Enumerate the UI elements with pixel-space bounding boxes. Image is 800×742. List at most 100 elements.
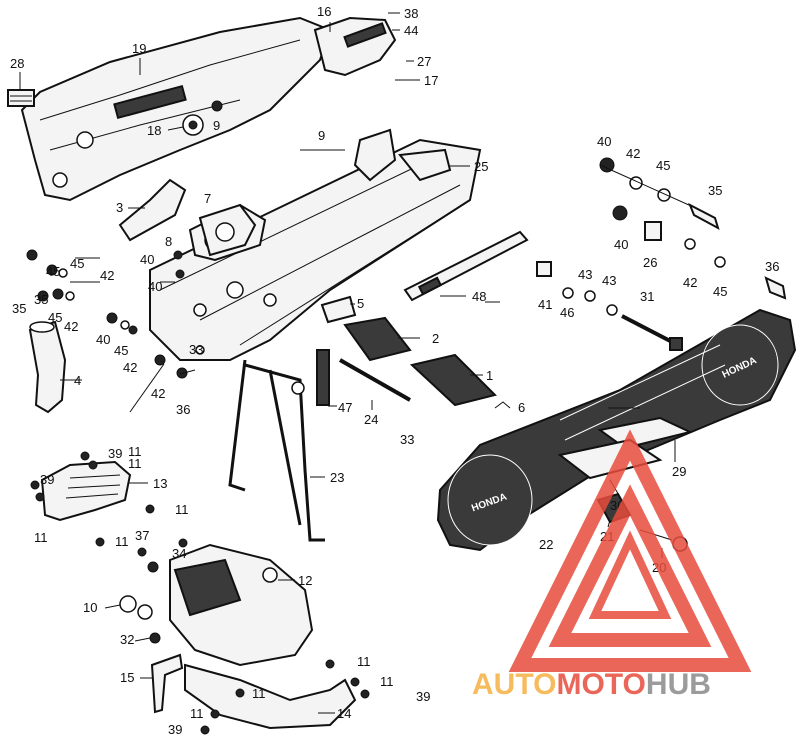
callout-45-b: 45	[713, 284, 727, 299]
callout-42-f: 42	[151, 386, 165, 401]
callout-36-b: 36	[765, 259, 779, 274]
callout-34: 34	[172, 546, 186, 561]
callout-38: 38	[404, 6, 418, 21]
callout-9-frame: 9	[318, 128, 325, 143]
callout-29: 29	[672, 464, 686, 479]
bolt-31	[621, 314, 683, 351]
callout-39-c: 39	[416, 689, 430, 704]
callout-45-f: 45	[46, 264, 60, 279]
callout-42-e: 42	[123, 360, 137, 375]
spring-47	[316, 349, 337, 407]
watermark-text: AUTOMOTOHUB	[472, 668, 711, 701]
rear-inner-fender-19	[20, 16, 397, 202]
callout-11-a: 11	[128, 456, 142, 471]
callout-45-c: 45	[70, 256, 84, 271]
callout-22: 22	[539, 537, 553, 552]
callout-2: 2	[432, 331, 439, 346]
watermark-logo: AUTOMOTOHUB	[472, 429, 752, 701]
bracket-15	[140, 653, 184, 714]
callout-17: 17	[424, 73, 438, 88]
hardware-row-middle	[536, 261, 618, 316]
callout-25: 25	[474, 159, 488, 174]
callout-41: 41	[538, 297, 552, 312]
callout-15: 15	[120, 670, 134, 685]
callout-11-e: 11	[357, 654, 371, 669]
callout-45-d: 45	[48, 310, 62, 325]
callout-33-a: 33	[189, 342, 203, 357]
callout-40-c: 40	[140, 252, 154, 267]
callout-11-f: 11	[380, 674, 394, 689]
callout-11-g: 11	[252, 686, 266, 701]
callout-3: 3	[116, 200, 123, 215]
hardware-row-lower	[612, 205, 787, 300]
callout-39-b: 39	[40, 472, 54, 487]
callout-28: 28	[10, 56, 24, 71]
callout-4: 4	[74, 373, 81, 388]
watermark-hub: HUB	[646, 668, 711, 701]
pad-1	[409, 353, 497, 407]
callout-32: 32	[120, 632, 134, 647]
callout-24: 24	[364, 412, 378, 427]
watermark-moto: MOTO	[556, 668, 645, 701]
callout-35-c: 35	[708, 183, 722, 198]
shaft-48	[403, 230, 529, 302]
callout-10: 10	[83, 600, 97, 615]
callout-42-b: 42	[683, 275, 697, 290]
callout-43-b: 43	[602, 273, 616, 288]
heat-guard-13	[40, 460, 148, 522]
callout-7: 7	[204, 191, 211, 206]
callout-39-d: 39	[168, 722, 182, 737]
bracket-3	[118, 178, 187, 242]
callout-36-a: 36	[176, 402, 190, 417]
callout-26: 26	[643, 255, 657, 270]
callout-19: 19	[132, 41, 146, 56]
callout-47: 47	[338, 400, 352, 415]
callout-46: 46	[560, 305, 574, 320]
callout-11-h: 11	[190, 706, 204, 721]
screw-28	[7, 72, 35, 107]
callout-14: 14	[337, 706, 351, 721]
callout-39-a: 39	[108, 446, 122, 461]
callout-31: 31	[640, 289, 654, 304]
air-hose-4	[28, 320, 82, 414]
callout-8: 8	[165, 234, 172, 249]
callout-13: 13	[153, 476, 167, 491]
pivot-bracket-25	[353, 128, 470, 182]
pin-6	[494, 401, 511, 409]
callout-40-b: 40	[614, 237, 628, 252]
hardware-row-upper	[599, 157, 720, 231]
callout-9-upper: 9	[213, 118, 220, 133]
small-hardware-lower	[30, 451, 370, 735]
callout-35-a: 35	[12, 301, 26, 316]
callout-48: 48	[472, 289, 486, 304]
hardware-left-cluster	[26, 249, 205, 379]
callout-18: 18	[147, 123, 161, 138]
bracket-5	[320, 295, 357, 324]
callout-42-c: 42	[100, 268, 114, 283]
callout-42-a: 42	[626, 146, 640, 161]
callout-33-b: 33	[400, 432, 414, 447]
rod-24	[339, 358, 411, 410]
washers-10-32-34	[104, 547, 161, 644]
callout-12: 12	[298, 573, 312, 588]
center-stand-23	[228, 359, 325, 542]
muffler-12	[169, 543, 314, 667]
bolt-18	[167, 114, 204, 136]
callout-5: 5	[357, 296, 364, 311]
starter-motor-7	[198, 203, 257, 257]
callout-16: 16	[317, 4, 331, 19]
callout-45-e: 45	[114, 343, 128, 358]
callout-40-e: 40	[96, 332, 110, 347]
watermark-triangle	[508, 429, 752, 672]
exhaust-pipe-14	[184, 663, 357, 730]
callout-11-i: 11	[128, 444, 142, 459]
watermark-auto: AUTO	[472, 668, 556, 701]
callout-27: 27	[417, 54, 431, 69]
callout-40-d: 40	[148, 279, 162, 294]
callout-45-a: 45	[656, 158, 670, 173]
nut-9-upper	[211, 100, 223, 112]
leader-lines	[129, 12, 640, 413]
callout-40-a: 40	[597, 134, 611, 149]
callout-11-b: 11	[175, 502, 189, 517]
